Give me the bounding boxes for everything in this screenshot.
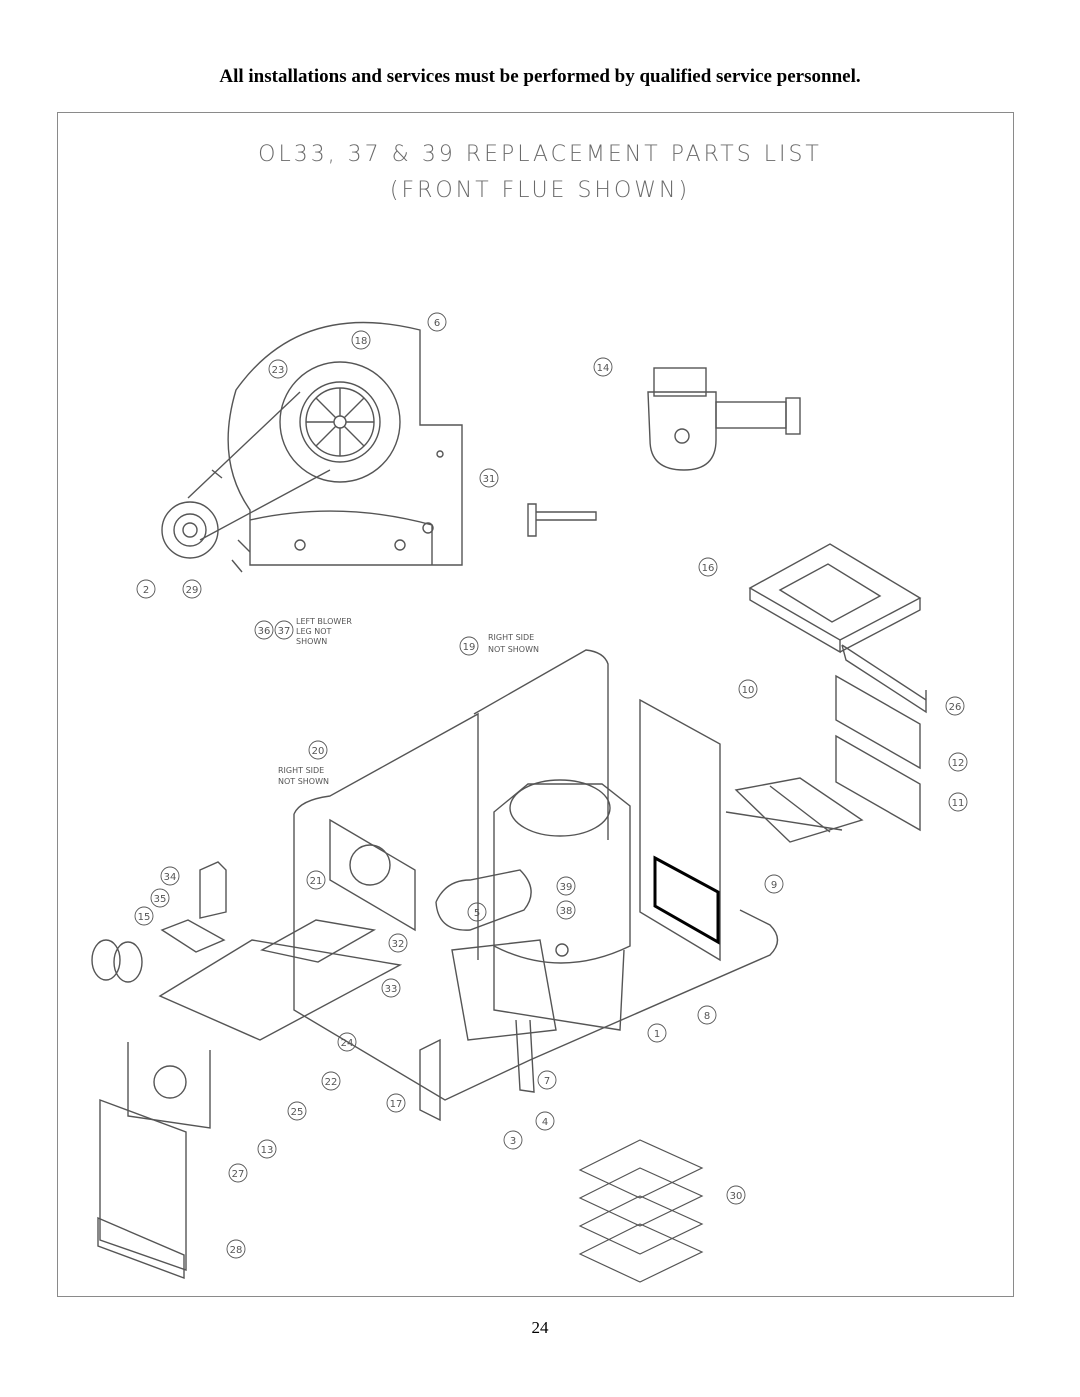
callout-33: 33 [385, 984, 398, 995]
callout-16: 16 [702, 563, 715, 574]
note-left-blower-1: LEFT BLOWER [296, 617, 352, 626]
diagram-title: OL33, 37 & 39 REPLACEMENT PARTS LIST [258, 142, 822, 167]
note-right-side-19-2: NOT SHOWN [488, 645, 539, 654]
motor-assembly [647, 367, 801, 471]
callout-17: 17 [390, 1099, 403, 1110]
callout-13: 13 [261, 1145, 274, 1156]
note-right-side-19-1: RIGHT SIDE [488, 633, 534, 642]
callout-7: 7 [544, 1076, 550, 1087]
callouts: 6 18 23 14 31 2 29 16 36 37 19 10 26 20 … [134, 312, 968, 1259]
diagram-notes: LEFT BLOWER LEG NOT SHOWN RIGHT SIDE NOT… [278, 617, 539, 786]
note-right-side-20-1: RIGHT SIDE [278, 766, 324, 775]
note-left-blower-3: SHOWN [296, 637, 327, 646]
callout-39: 39 [560, 882, 573, 893]
callout-18: 18 [355, 336, 368, 347]
callout-28: 28 [230, 1245, 243, 1256]
callout-15: 15 [138, 912, 151, 923]
part-31-shape [527, 503, 597, 537]
page-number: 24 [531, 1318, 549, 1337]
small-parts [91, 861, 227, 983]
safety-notice: All installations and services must be p… [219, 66, 861, 87]
callout-22: 22 [325, 1077, 338, 1088]
callout-20: 20 [312, 746, 325, 757]
filter-rack [725, 777, 864, 843]
note-right-side-20-2: NOT SHOWN [278, 777, 329, 786]
callout-26: 26 [949, 702, 962, 713]
note-left-blower-2: LEG NOT [296, 627, 332, 636]
filters-stack [578, 1139, 704, 1283]
callout-19: 19 [463, 642, 476, 653]
callout-38: 38 [560, 906, 573, 917]
callout-34: 34 [164, 872, 177, 883]
callout-21: 21 [310, 876, 323, 887]
callout-30: 30 [730, 1191, 743, 1202]
callout-25: 25 [291, 1107, 304, 1118]
front-panels [97, 919, 441, 1280]
callout-37: 37 [278, 626, 291, 637]
callout-29: 29 [186, 585, 199, 596]
callout-3: 3 [510, 1136, 516, 1147]
callout-23: 23 [272, 365, 285, 376]
callout-27: 27 [232, 1169, 245, 1180]
side-panels [835, 644, 927, 832]
callout-11: 11 [952, 798, 965, 809]
callout-4: 4 [542, 1117, 548, 1128]
callout-36: 36 [258, 626, 271, 637]
callout-2: 2 [143, 585, 149, 596]
callout-10: 10 [742, 685, 755, 696]
callout-32: 32 [392, 939, 405, 950]
callout-5: 5 [474, 908, 480, 919]
diagram-frame [57, 112, 1014, 1297]
callout-24: 24 [341, 1038, 354, 1049]
callout-35: 35 [154, 894, 167, 905]
callout-12: 12 [952, 758, 965, 769]
callout-6: 6 [434, 318, 440, 329]
diagram-subtitle: (FRONT FLUE SHOWN) [389, 178, 691, 203]
callout-8: 8 [704, 1011, 710, 1022]
callout-14: 14 [597, 363, 610, 374]
callout-1: 1 [654, 1029, 660, 1040]
callout-9: 9 [771, 880, 777, 891]
main-cabinet [293, 649, 779, 1101]
top-panel [748, 543, 922, 654]
blower-assembly [161, 321, 463, 573]
callout-31: 31 [483, 474, 496, 485]
